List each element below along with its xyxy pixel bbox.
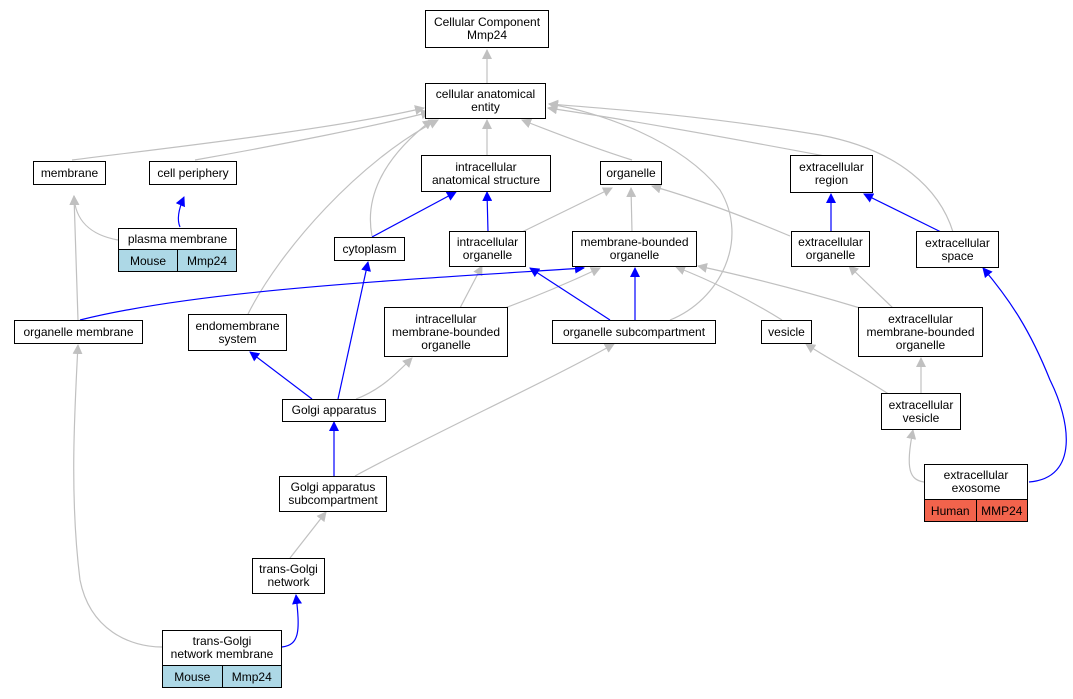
node-cytoplasm[interactable]: cytoplasm: [334, 237, 405, 261]
node-extracellular-organelle[interactable]: extracellular organelle: [791, 231, 870, 267]
edge-cytoplasm-ias: [371, 191, 457, 238]
node-endomembrane-system[interactable]: endomembrane system: [188, 314, 287, 351]
node-intracellular-membrane-bounded-organelle[interactable]: intracellular membrane-bounded organelle: [384, 307, 508, 357]
edge-organelle-cae: [521, 118, 633, 161]
node-golgi-apparatus-subcompartment[interactable]: Golgi apparatus subcompartment: [279, 476, 387, 512]
edge-golgi-imbo: [355, 357, 413, 400]
node-cellular-anatomical-entity[interactable]: cellular anatomical entity: [425, 83, 546, 119]
edge-ecs-ecr: [863, 193, 942, 233]
edge-om-mbo: [79, 263, 585, 321]
node-intracellular-anatomical-structure[interactable]: intracellular anatomical structure: [421, 155, 551, 192]
species-label: Human: [930, 503, 970, 518]
edge-cellperiphery-cae: [194, 109, 431, 161]
gene-label: MMP24: [975, 500, 1028, 521]
edge-osc-cae: [548, 100, 733, 321]
edge-golgi-ems: [249, 351, 313, 400]
node-extracellular-space[interactable]: extracellular space: [916, 231, 999, 268]
edge-embo-mbo: [697, 262, 861, 309]
edge-tgnm-om: [72, 344, 163, 648]
node-intracellular-organelle[interactable]: intracellular organelle: [449, 231, 526, 267]
edge-ems-cae: [247, 119, 439, 315]
edge-exosome-ecs: [982, 267, 1067, 483]
node-organelle[interactable]: organelle: [600, 161, 662, 185]
edge-ecv-vesicle: [805, 343, 891, 396]
edge-cytoplasm-cae: [369, 119, 433, 237]
annotation-trans-golgi-network-membrane: Mouse Mmp24: [162, 665, 282, 688]
edge-io-organelle: [521, 187, 613, 233]
edge-imbo-io: [459, 265, 483, 309]
node-golgi-apparatus[interactable]: Golgi apparatus: [282, 399, 386, 422]
edge-plasma-membrane: [69, 195, 119, 241]
node-vesicle[interactable]: vesicle: [761, 320, 812, 344]
edge-imbo-mbo: [504, 267, 601, 309]
node-trans-golgi-network-membrane[interactable]: trans-Golgi network membrane: [162, 630, 282, 666]
annotation-extracellular-exosome: Human MMP24: [924, 499, 1028, 522]
gene-label: Mmp24: [177, 250, 236, 271]
gene-label: Mmp24: [221, 666, 282, 687]
edge-ecr-cae: [547, 104, 831, 158]
edge-golgi-cytoplasm: [337, 261, 371, 400]
edge-vesicle-mbo: [675, 265, 783, 321]
species-label: Mouse: [174, 669, 211, 684]
node-extracellular-region[interactable]: extracellular region: [790, 155, 873, 193]
edge-plasma-cellperiphery: [175, 196, 185, 228]
node-extracellular-vesicle[interactable]: extracellular vesicle: [881, 393, 961, 430]
edge-tgn-gasc: [289, 511, 327, 559]
node-cellular-component-root[interactable]: Cellular Component Mmp24: [425, 10, 549, 48]
edge-mbo-organelle: [626, 187, 637, 233]
node-organelle-subcompartment[interactable]: organelle subcompartment: [552, 320, 716, 344]
node-trans-golgi-network[interactable]: trans-Golgi network: [252, 558, 325, 594]
node-extracellular-exosome[interactable]: extracellular exosome: [924, 464, 1028, 500]
edge-exosome-ecv: [906, 429, 925, 483]
edge-om-membrane: [69, 195, 80, 321]
node-membrane-bounded-organelle[interactable]: membrane-bounded organelle: [572, 231, 697, 267]
node-organelle-membrane[interactable]: organelle membrane: [14, 320, 143, 344]
node-membrane[interactable]: membrane: [33, 161, 106, 185]
edge-gasc-osc: [354, 343, 615, 477]
annotation-plasma-membrane: Mouse Mmp24: [118, 249, 237, 272]
edge-osc-io: [529, 267, 611, 321]
edge-membrane-cae: [71, 105, 425, 161]
node-extracellular-membrane-bounded-organelle[interactable]: extracellular membrane-bounded organelle: [858, 307, 983, 357]
edge-tgnm-tgn: [281, 594, 302, 648]
species-label: Mouse: [129, 253, 167, 268]
node-cell-periphery[interactable]: cell periphery: [149, 161, 237, 185]
node-plasma-membrane[interactable]: plasma membrane: [118, 228, 237, 250]
edge-embo-eco: [848, 265, 894, 309]
edge-io-ias: [482, 191, 493, 233]
edge-eco-organelle: [651, 183, 791, 237]
edge-ecs-cae: [548, 99, 954, 233]
